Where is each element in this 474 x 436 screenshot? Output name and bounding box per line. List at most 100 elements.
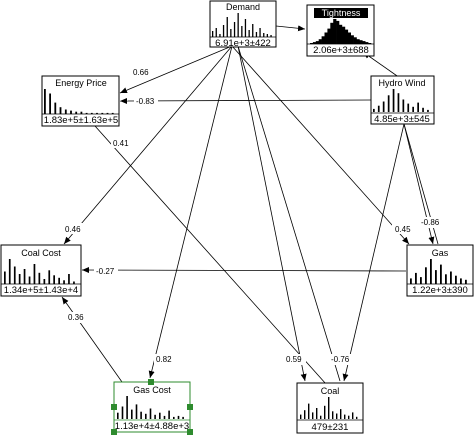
histogram-bar — [425, 267, 427, 284]
histogram-bar — [75, 111, 78, 114]
resize-handle-top[interactable] — [148, 379, 154, 385]
histogram-bar — [49, 93, 51, 114]
node-stat: 1.34e+5±1.43e+4 — [4, 285, 78, 296]
histogram-bar — [73, 281, 75, 284]
node-title: Tightness — [322, 8, 361, 18]
histogram-bar — [53, 275, 55, 285]
histogram-bar — [18, 274, 21, 284]
node-stat: 4.85e+3±545 — [374, 114, 430, 125]
histogram-bar — [392, 89, 395, 112]
node-hydro-wind[interactable]: Hydro Wind 4.85e+3±545 — [370, 75, 435, 125]
histogram — [410, 259, 467, 284]
histogram-bar — [368, 43, 372, 44]
histogram-bar — [212, 31, 214, 37]
histogram-bar — [312, 412, 314, 419]
histogram-bar — [365, 42, 369, 44]
histogram-bar — [23, 269, 26, 284]
histogram-bar — [382, 101, 385, 112]
histogram-bar — [465, 279, 467, 284]
histogram-bar — [377, 105, 380, 112]
histogram-bar — [410, 278, 412, 284]
node-stat: 6.91e+3±422 — [215, 38, 271, 49]
histogram-bar — [106, 112, 109, 114]
histogram-bar — [422, 107, 424, 112]
edge-demand-gas[interactable] — [231, 45, 410, 245]
histogram-bar — [440, 264, 442, 284]
histogram-bar — [111, 112, 114, 114]
node-energy-price[interactable]: Energy Price 1.83e+5±1.63e+5 — [41, 75, 120, 127]
node-title: Hydro Wind — [378, 78, 425, 88]
edge-label-demand-energy-price: 0.66 — [133, 68, 149, 77]
histogram-bar — [135, 404, 138, 419]
histogram-bar — [154, 414, 156, 419]
node-title: Gas Cost — [133, 385, 171, 395]
histogram-bar — [415, 272, 417, 284]
node-gas-cost[interactable]: Gas Cost 1.13e+4±4.88e+3 — [111, 379, 193, 435]
edge-demand-tightness[interactable] — [275, 25, 306, 32]
node-stat: 1.22e+3±390 — [412, 285, 468, 296]
histogram-bar — [332, 411, 334, 419]
histogram-bar — [435, 270, 437, 284]
histogram — [310, 19, 372, 44]
edge-demand-coal[interactable] — [237, 45, 307, 382]
edge-demand-coal-cost[interactable] — [63, 45, 233, 245]
histogram-bar — [328, 397, 330, 419]
histogram-bar — [237, 13, 239, 37]
edge-label-demand-gas-cost: 0.82 — [156, 355, 172, 364]
histogram-bar — [339, 24, 343, 44]
resize-handle-bottom-right[interactable] — [187, 429, 193, 435]
histogram — [4, 259, 75, 285]
histogram-bar — [342, 26, 346, 44]
histogram-bar — [321, 36, 325, 44]
histogram-bar — [145, 413, 147, 419]
selection-handles[interactable] — [111, 379, 193, 435]
histogram-bar — [59, 107, 62, 114]
node-coal[interactable]: Coal 479±231 — [296, 382, 364, 434]
edge-label-hydro-wind-coal: -0.76 — [331, 355, 350, 364]
resize-handle-left[interactable] — [111, 404, 117, 410]
edges — [61, 25, 439, 385]
histogram-bar — [33, 264, 36, 284]
edge-energy-price-coal[interactable] — [94, 125, 327, 385]
node-tightness[interactable]: Tightness 2.06e+3±688 — [306, 4, 375, 57]
histogram-bar — [159, 412, 161, 419]
histogram-bar — [347, 32, 351, 44]
edge-hydro-wind-energy-price[interactable] — [119, 97, 372, 104]
histogram-bar — [460, 278, 462, 284]
histogram-bar — [182, 416, 184, 419]
histogram-bar — [397, 93, 400, 112]
node-title: Gas — [432, 248, 449, 258]
resize-handle-bottom-left[interactable] — [111, 429, 117, 435]
edge-hydro-wind-coal[interactable] — [342, 123, 405, 382]
edge-demand-coal-2[interactable] — [237, 45, 341, 382]
histogram-bar — [300, 414, 302, 419]
edge-demand-energy-price[interactable] — [119, 45, 233, 94]
histogram-bar — [140, 411, 142, 419]
histogram-bar — [387, 95, 390, 112]
histogram-bar — [412, 106, 414, 112]
histogram — [117, 396, 184, 419]
node-demand[interactable]: Demand 6.91e+3±422 — [209, 0, 277, 49]
node-coal-cost[interactable]: Coal Cost 1.34e+5±1.43e+4 — [0, 244, 82, 297]
histogram-bar — [420, 277, 422, 284]
edge-gas-cost-coal-cost[interactable] — [61, 296, 123, 383]
histogram-bar — [327, 28, 331, 44]
histogram-bar — [101, 112, 104, 114]
histogram-bar — [163, 415, 166, 419]
histogram-bar — [356, 416, 358, 419]
histogram-bar — [373, 108, 375, 112]
node-stat: 479±231 — [312, 422, 349, 433]
edge-demand-gas-cost[interactable] — [148, 45, 233, 379]
resize-handle-right[interactable] — [187, 404, 193, 410]
node-title: Coal Cost — [21, 248, 61, 258]
histogram-bar — [149, 408, 152, 419]
node-gas[interactable]: Gas 1.22e+3±390 — [406, 244, 474, 297]
edge-label-hydro-wind-gas: -0.86 — [421, 218, 440, 227]
histogram-bar — [117, 412, 119, 419]
histogram-bar — [259, 28, 261, 37]
histogram-bar — [350, 35, 354, 44]
edge-gas-coal-cost[interactable] — [81, 267, 407, 274]
title-highlight — [314, 8, 368, 18]
histogram-bar — [63, 280, 65, 285]
